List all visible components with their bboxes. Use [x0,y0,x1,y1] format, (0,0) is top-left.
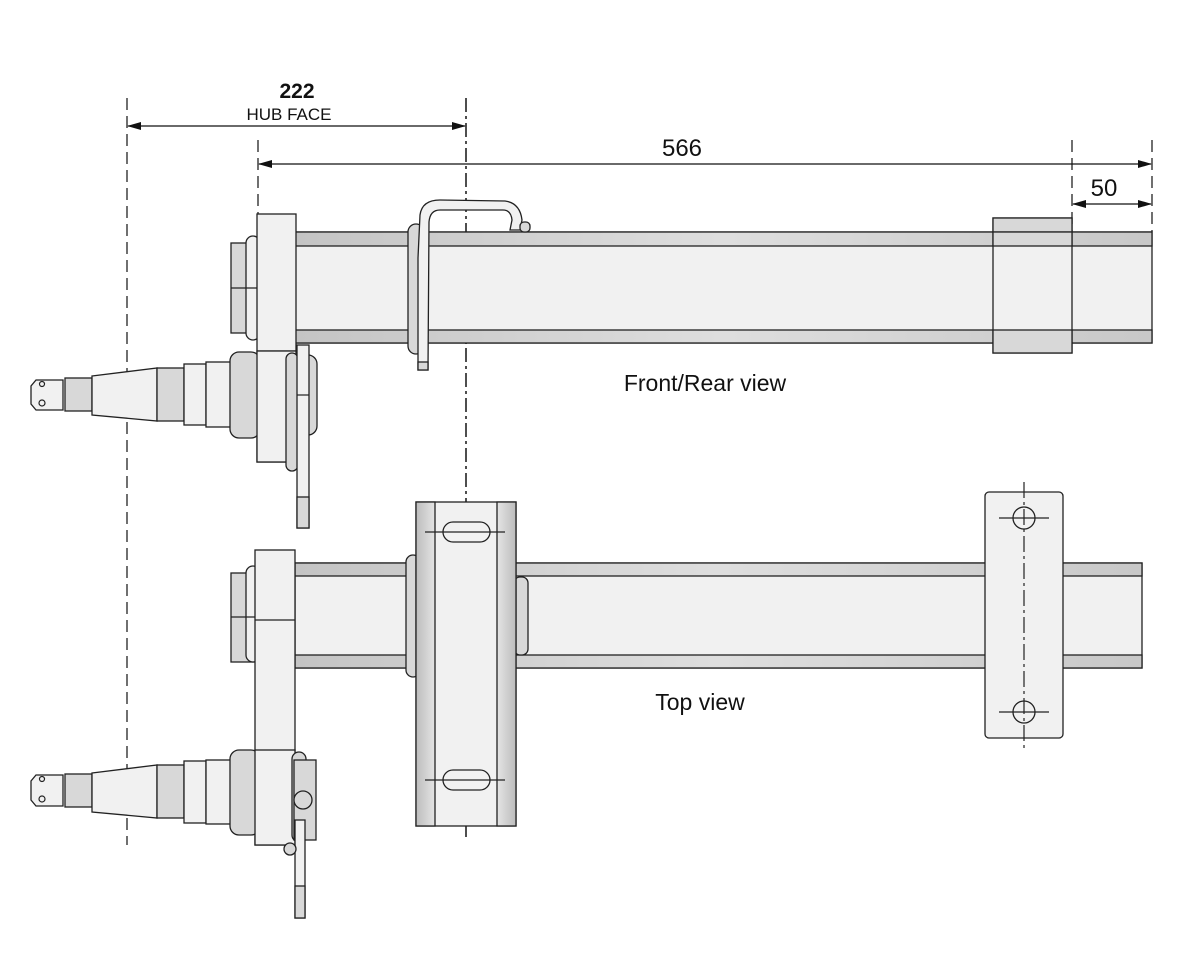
spindle [30,749,317,919]
u-bolt [407,199,531,371]
spindle [30,344,318,529]
spring-seat [405,501,529,827]
dimension-222-label: HUB FACE [246,105,331,124]
dimension-50-value: 50 [1091,175,1118,202]
dimension-222-value: 222 [279,80,314,103]
clamp-plate [984,482,1064,752]
front-view [30,199,1153,529]
dimension-566-value: 566 [662,135,702,162]
top-view-label: Top view [655,689,745,715]
spring-clamp [992,217,1073,354]
top-view [30,482,1143,919]
front-view-label: Front/Rear view [624,370,787,396]
